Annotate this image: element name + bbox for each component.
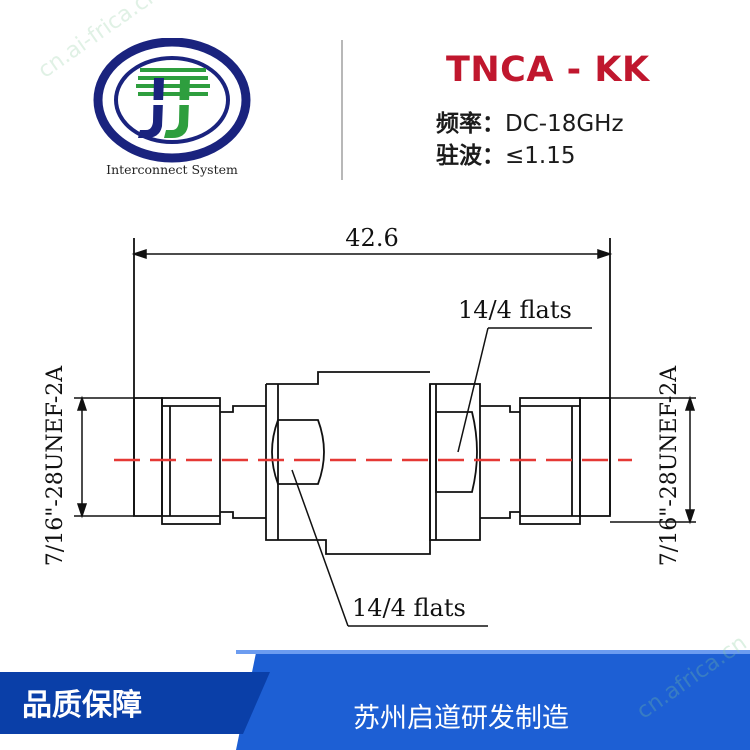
right-thread-label: 7/16"-28UNEF-2A [657,365,682,567]
length-dimension [131,248,613,260]
header-divider [341,40,343,180]
footer-left-panel [0,672,270,734]
lower-flats-leader [291,469,488,627]
footer-stripe-highlight [236,650,750,654]
product-title: TNCA - KK [446,50,650,90]
connector-drawing: 42.6 14/4 flats 14/4 flats 7/16"-28UNEF-… [43,224,696,627]
left-thread-dimension [74,395,134,519]
spec-vswr-value: ≤1.15 [505,143,576,169]
spec-vswr-label: 驻波： [436,143,505,169]
footer-stripe [236,650,750,750]
spec-frequency-value: DC-18GHz [505,111,624,137]
spec-frequency-label: 频率： [436,111,505,137]
upper-flats-leader [457,327,592,453]
manufacturer-text: 苏州启道研发制造 [353,703,569,734]
connector-outline [133,238,611,555]
company-logo [93,38,251,163]
upper-flats-label: 14/4 flats [458,296,572,324]
right-thread-dimension [610,395,696,525]
logo-caption: Interconnect System [106,162,238,177]
left-thread-label: 7/16"-28UNEF-2A [43,365,68,567]
lower-flats-label: 14/4 flats [352,594,466,622]
spec-frequency: 频率：DC-18GHz [436,104,624,138]
length-dimension-label: 42.6 [345,224,398,252]
footer-banner: 品质保障 苏州启道研发制造 [0,650,750,750]
quality-assurance-text: 品质保障 [22,688,142,723]
spec-vswr: 驻波：≤1.15 [436,136,575,170]
